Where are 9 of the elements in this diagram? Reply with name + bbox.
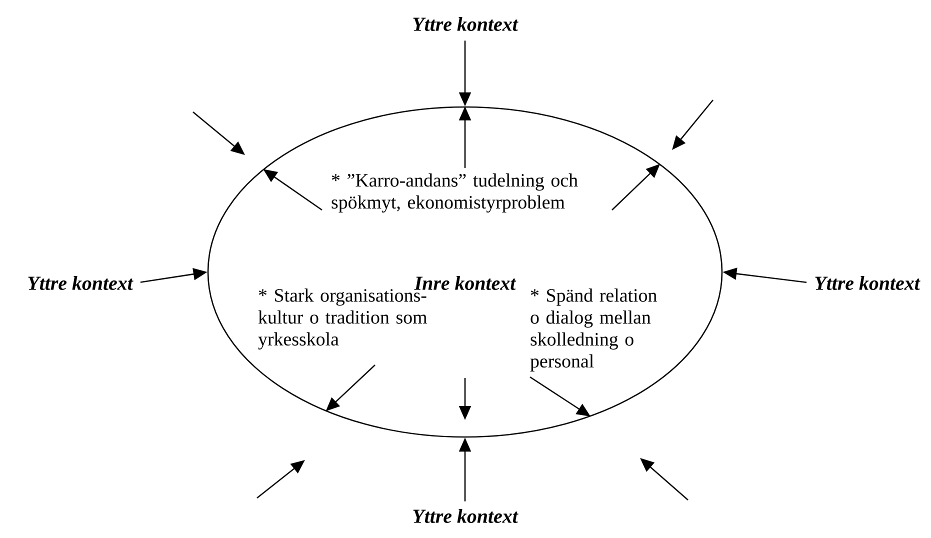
- note-text: * Stark organisations- kultur o tradition som yrkesskola: [258, 288, 427, 350]
- heading-text: Inre kontext: [414, 276, 516, 290]
- context-ellipse: [207, 106, 723, 438]
- note-text: * Spänd relation o dialog mellan skolledning o personal: [530, 288, 657, 372]
- outer-context-label: Yttre kontext: [413, 16, 518, 31]
- outer-context-label: Yttre kontext: [413, 508, 518, 523]
- outer-context-label: Yttre kontext: [815, 276, 920, 290]
- outer-context-label: Yttre kontext: [28, 276, 134, 290]
- note-text: * ”Karro-andans” tudelning och spökmyt, ekonomistyrproblem: [332, 173, 578, 213]
